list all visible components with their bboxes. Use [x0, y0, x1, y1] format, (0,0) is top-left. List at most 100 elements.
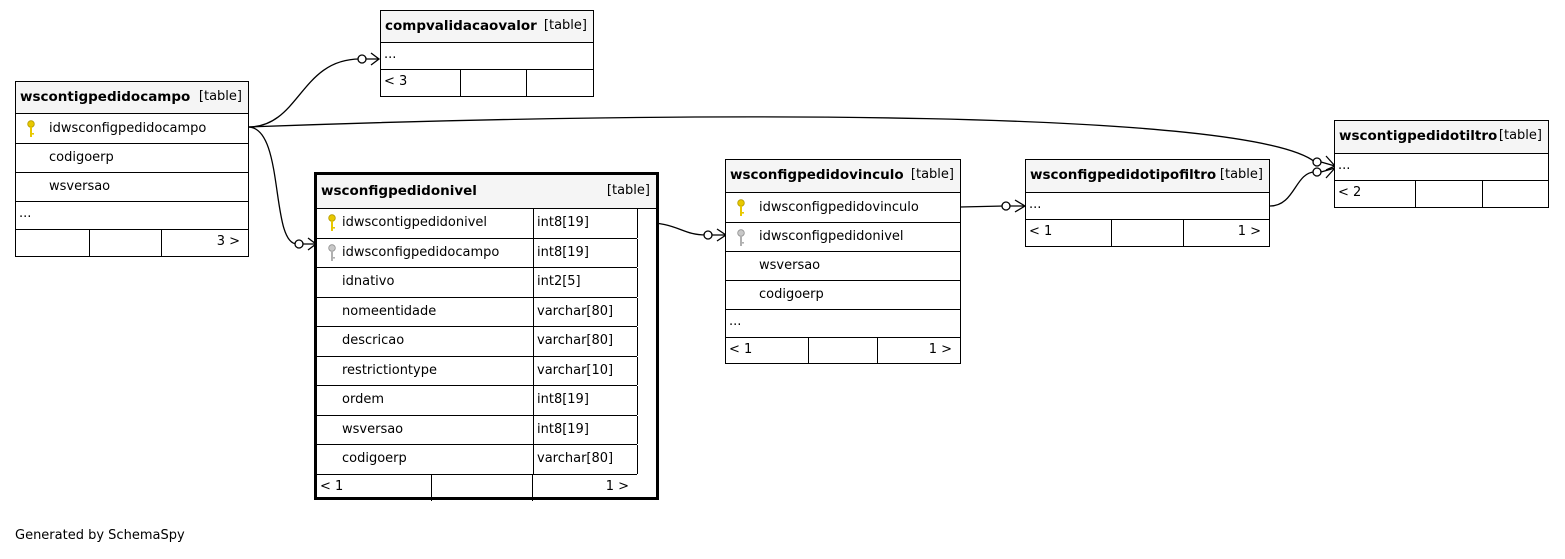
column-name: descricao — [342, 333, 405, 348]
column-name: idwscontigpedidonivel — [342, 215, 488, 230]
children-count[interactable]: 1 > — [605, 478, 629, 494]
table-type: [table] — [198, 89, 242, 104]
column-name: wsversao — [759, 258, 821, 273]
table-name: wscontigpedidotiltro — [1339, 128, 1498, 144]
table-footer: < 3 — [381, 70, 593, 96]
column-name: restrictiontype — [342, 362, 437, 378]
ellipsis-row: ... — [1026, 193, 1269, 220]
table-type: [table] — [910, 167, 954, 182]
ellipsis-row: ... — [726, 310, 960, 338]
parents-count[interactable]: < 3 — [384, 74, 408, 89]
table-name: wsconfigpedidovinculo — [730, 167, 904, 183]
column-name: ordem — [342, 392, 384, 407]
column-name: wsversao — [342, 421, 404, 437]
column-row: wsversao — [16, 173, 248, 202]
column-type: int8[19] — [537, 215, 589, 230]
table-header: wsconfigpedidovinculo [table] — [726, 160, 960, 193]
table-footer: < 1 1 > — [317, 474, 637, 501]
table-name: wscontigpedidocampo — [20, 89, 191, 105]
children-count[interactable]: 1 > — [928, 342, 952, 357]
table-header: wscontigpedidocampo [table] — [16, 82, 248, 114]
table-name: wsconfigpedidotipofiltro — [1030, 167, 1217, 183]
column-row: ordem int8[19] — [317, 386, 638, 416]
table-name: compvalidacaovalor — [385, 18, 537, 34]
column-row: idwsconfigpedidocampo int8[19] — [317, 238, 638, 268]
table-type: [table] — [543, 18, 587, 33]
column-row: restrictiontype varchar[10] — [317, 356, 638, 386]
table-footer: < 1 1 > — [726, 338, 960, 363]
parents-count[interactable]: < 2 — [1338, 185, 1362, 200]
table-wscontigpedidocampo[interactable]: wscontigpedidocampo [table] idwsconfigpe… — [15, 81, 249, 257]
column-name: idwsconfigpedidonivel — [759, 229, 904, 244]
ellipsis: ... — [729, 314, 742, 329]
ellipsis: ... — [384, 47, 397, 62]
table-type: [table] — [606, 183, 650, 198]
column-row: idnativo int2[5] — [317, 268, 638, 298]
table-type: [table] — [1219, 167, 1263, 182]
ellipsis-row: ... — [1335, 154, 1548, 181]
parents-count[interactable]: < 1 — [320, 478, 344, 494]
column-type: int8[19] — [537, 244, 589, 260]
column-row: idwsconfigpedidovinculo — [726, 193, 960, 223]
ellipsis: ... — [1029, 197, 1042, 212]
column-row: codigoerp — [16, 144, 248, 173]
generated-by-label: Generated by SchemaSpy — [15, 528, 185, 543]
edge-campo-tiltro — [247, 116, 1316, 163]
primary-key-icon — [737, 199, 745, 216]
column-name: codigoerp — [342, 451, 407, 466]
table-wsconfigpedidotipofiltro[interactable]: wsconfigpedidotipofiltro [table] ... < 1… — [1025, 159, 1270, 247]
column-name: codigoerp — [49, 150, 114, 165]
ellipsis-row: ... — [16, 202, 248, 230]
ellipsis-row: ... — [381, 43, 593, 70]
column-row: nomeentidade varchar[80] — [317, 297, 638, 327]
edge-tipofiltro-tiltro — [1269, 171, 1316, 207]
column-type: int8[19] — [537, 421, 589, 437]
parents-count[interactable]: < 1 — [729, 342, 753, 357]
edge-vinculo-tipofiltro — [959, 205, 1005, 208]
column-row: idwscontigpedidonivel int8[19] — [317, 209, 638, 239]
table-header: compvalidacaovalor [table] — [381, 11, 593, 43]
column-type: int2[5] — [537, 274, 581, 289]
column-row: wsversao int8[19] — [317, 415, 638, 445]
children-count[interactable]: 3 > — [216, 234, 240, 249]
column-name: idwsconfigpedidocampo — [342, 244, 500, 260]
children-count[interactable]: 1 > — [1237, 224, 1261, 239]
column-type: varchar[80] — [537, 303, 614, 319]
table-footer: < 2 — [1335, 181, 1548, 207]
column-row: codigoerp varchar[80] — [317, 445, 638, 475]
table-type: [table] — [1498, 128, 1542, 143]
column-row: wsversao — [726, 252, 960, 281]
ellipsis: ... — [19, 206, 32, 221]
table-footer: 3 > — [16, 230, 248, 256]
column-type: varchar[80] — [537, 333, 614, 348]
edge-campo-compvalidacao — [247, 58, 361, 128]
column-name: idwsconfigpedidovinculo — [759, 200, 919, 215]
edge-campo-nivel — [247, 126, 298, 245]
column-name: codigoerp — [759, 287, 824, 302]
column-name: wsversao — [49, 179, 111, 194]
column-name: idwsconfigpedidocampo — [49, 121, 207, 136]
column-row: descricao varchar[80] — [317, 327, 638, 357]
column-row: codigoerp — [726, 281, 960, 310]
table-wsconfigpedidonivel[interactable]: wsconfigpedidonivel [table] idwscontigpe… — [314, 172, 659, 501]
column-row: idwsconfigpedidonivel — [726, 223, 960, 252]
parents-count[interactable]: < 1 — [1029, 224, 1053, 239]
table-compvalidacaovalor[interactable]: compvalidacaovalor [table] ... < 3 — [380, 10, 594, 97]
primary-key-icon — [328, 214, 336, 231]
table-wsconfigpedidovinculo[interactable]: wsconfigpedidovinculo [table] idwsconfig… — [725, 159, 961, 364]
ellipsis: ... — [1338, 158, 1351, 173]
column-type: int8[19] — [537, 392, 589, 407]
table-wscontigpedidotiltro[interactable]: wscontigpedidotiltro [table] ... < 2 — [1334, 120, 1549, 208]
foreign-key-icon — [328, 243, 336, 261]
table-header: wsconfigpedidotipofiltro [table] — [1026, 160, 1269, 193]
column-type: varchar[80] — [537, 451, 614, 466]
column-type: varchar[10] — [537, 362, 614, 378]
table-name: wsconfigpedidonivel — [321, 183, 477, 199]
table-header: wscontigpedidotiltro [table] — [1335, 121, 1548, 154]
table-header: wsconfigpedidonivel [table] — [317, 175, 656, 209]
column-name: idnativo — [342, 274, 395, 289]
table-footer: < 1 1 > — [1026, 220, 1269, 246]
column-name: nomeentidade — [342, 303, 437, 319]
